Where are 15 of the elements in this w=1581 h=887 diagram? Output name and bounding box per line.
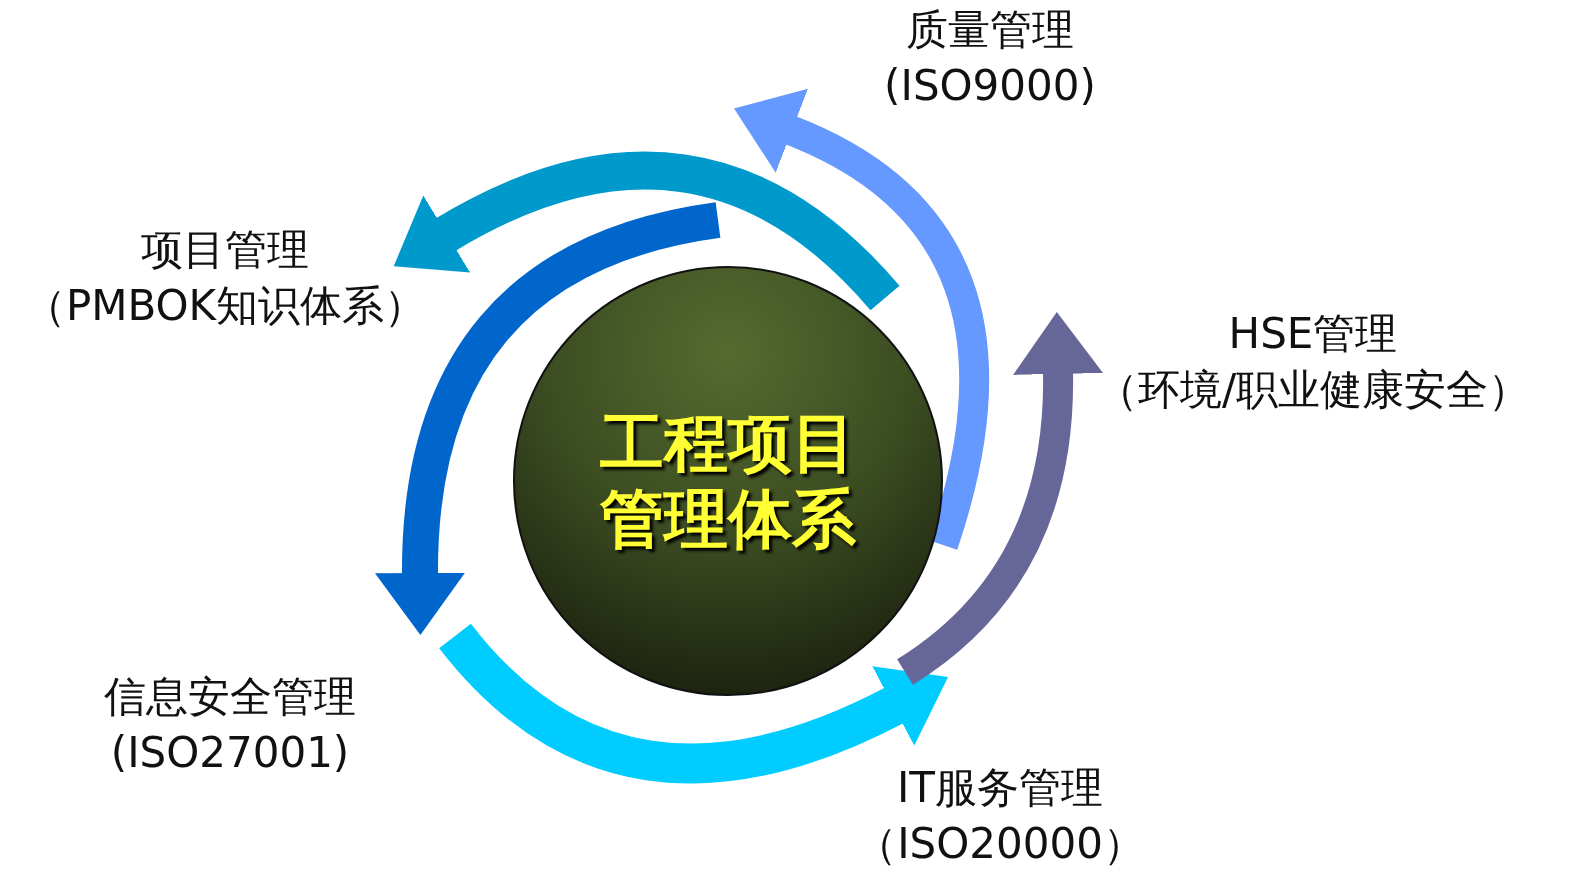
center-title: 工程项目管理体系 [599, 405, 857, 557]
standard-label: （环境/职业健康安全） [1095, 364, 1531, 416]
heading-label: 质量管理 [906, 4, 1074, 56]
curved-arrow [896, 312, 1103, 685]
heading-label: 信息安全管理 [104, 671, 356, 723]
heading-label: 项目管理 [141, 224, 309, 276]
standard-label: （PMBOK知识体系） [23, 280, 427, 332]
curved-arrow [439, 623, 950, 784]
curved-arrow [735, 89, 989, 550]
standard-label: (ISO9000) [884, 60, 1096, 112]
curved-arrow [375, 202, 722, 635]
heading-label: HSE管理 [1228, 308, 1398, 360]
standard-label: （ISO20000） [855, 818, 1145, 870]
standard-label: (ISO27001) [110, 727, 350, 779]
heading-label: IT服务管理 [896, 762, 1103, 814]
